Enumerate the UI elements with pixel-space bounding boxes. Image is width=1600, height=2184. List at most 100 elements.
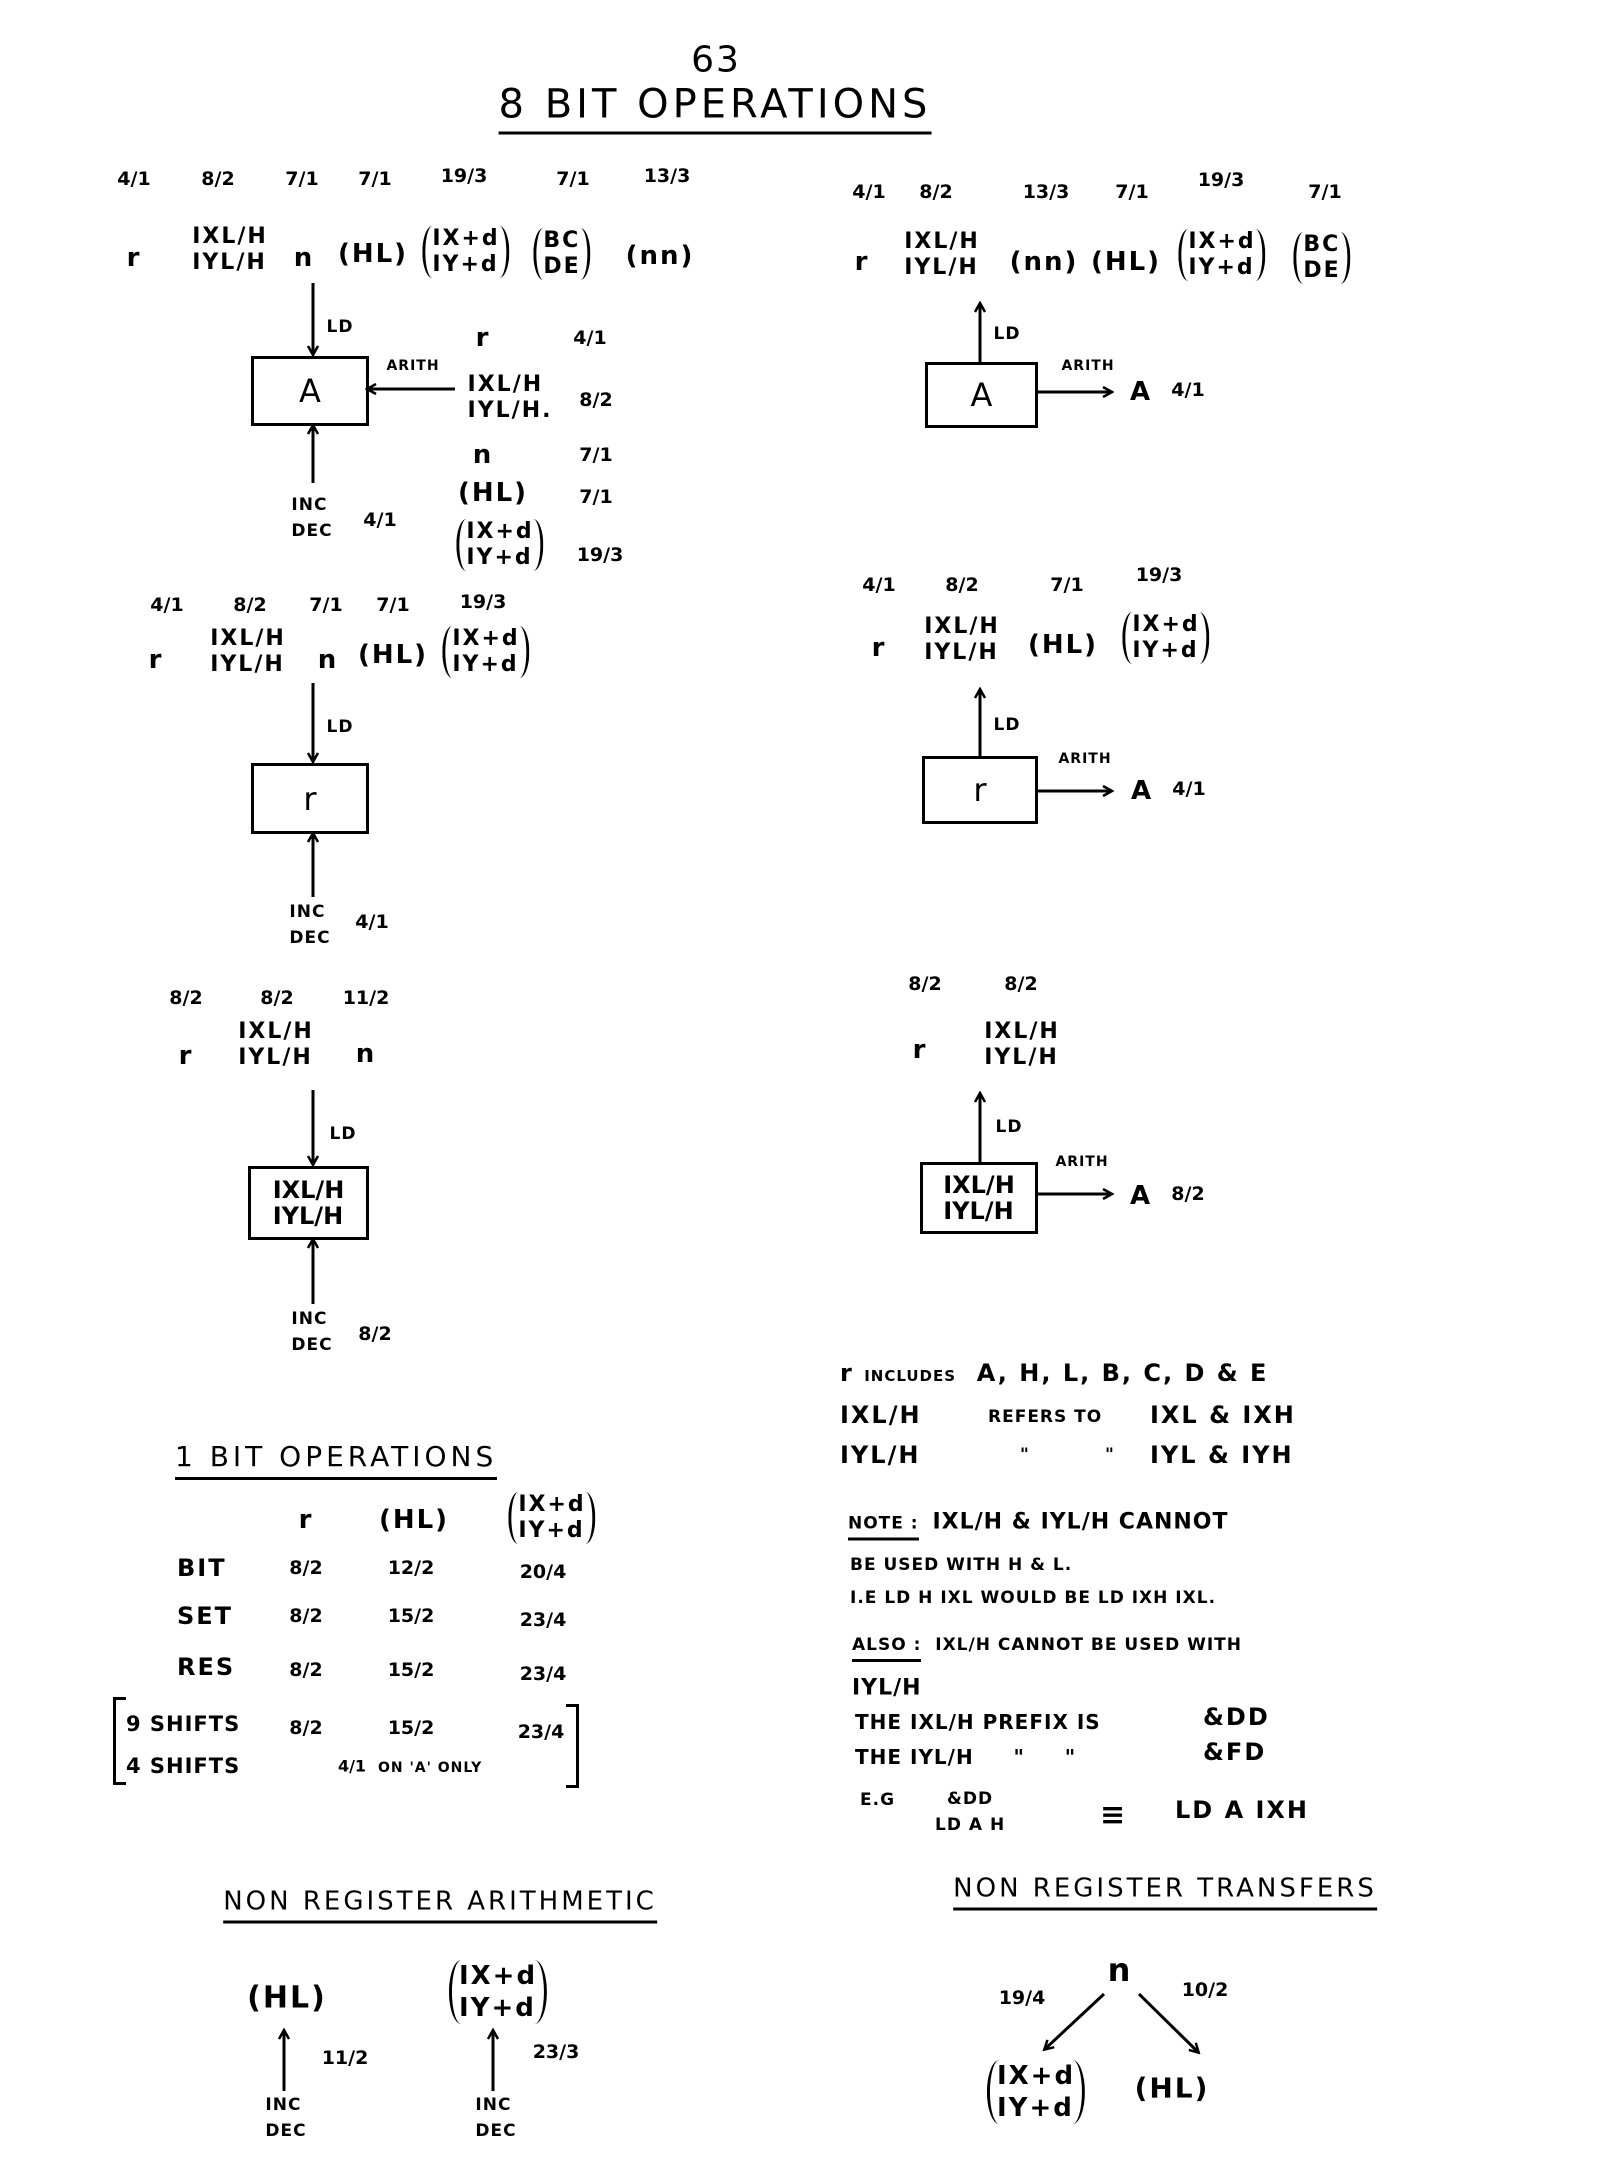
operand-hl: (HL) — [357, 640, 429, 670]
one-bit-title: 1 BIT OPERATIONS — [175, 1440, 498, 1480]
cycle-fraction: 8/2 — [908, 973, 942, 995]
transfer-arrow-indexed — [1045, 1992, 1106, 2049]
note-line: THE IXL/H PREFIX IS — [855, 1710, 1101, 1734]
cycle-fraction: 11/2 — [342, 987, 390, 1009]
cycle-fraction: 15/2 — [387, 1605, 435, 1627]
arith-operand-r: r — [475, 323, 491, 353]
note-line: I.E LD H IXL WOULD BE LD IXH IXL. — [850, 1588, 1217, 1608]
cycle-fraction: 7/1 — [285, 168, 319, 190]
ld-label: LD — [326, 317, 354, 337]
cycle-fraction: 8/2 — [358, 1323, 392, 1345]
cycle-fraction: 8/2 — [169, 987, 203, 1009]
note-line: THE IYL/H " " — [855, 1745, 1077, 1769]
cycle-fraction: 4/1 — [1172, 778, 1206, 800]
cycle-fraction: 8/2 — [289, 1557, 323, 1579]
page-number: 63 — [691, 39, 741, 81]
non-register-transfers-title: NON REGISTER TRANSFERS — [953, 1874, 1377, 1911]
cycle-fraction: 4/1 — [337, 1756, 367, 1776]
note-iyl-refs: IYL & IYH — [1150, 1441, 1294, 1469]
arith-label: ARITH — [1061, 358, 1115, 374]
cycle-fraction: 23/4 — [519, 1663, 567, 1685]
register-box-r: r — [251, 763, 369, 834]
cycle-fraction: 8/2 — [289, 1659, 323, 1681]
register-box-a: A — [925, 362, 1038, 428]
cycle-fraction: 8/2 — [289, 1605, 323, 1627]
operand-hl: (HL) — [247, 1980, 327, 2016]
cycle-fraction: 10/2 — [1181, 1979, 1229, 2001]
operand-n: n — [355, 1039, 377, 1069]
note-ixl: IXL/H — [840, 1401, 922, 1429]
equivalent-sign: ≡ — [1100, 1797, 1128, 1833]
operand-n: n — [317, 645, 339, 675]
arith-label: ARITH — [386, 358, 440, 374]
note-line: ALSO : IXL/H CANNOT BE USED WITH — [852, 1635, 1242, 1662]
shifts-note: ON 'A' ONLY — [378, 1760, 483, 1776]
cycle-fraction: 13/3 — [1022, 181, 1070, 203]
transfer-arrow-hl — [1137, 1992, 1198, 2052]
cycle-fraction: 8/2 — [201, 168, 235, 190]
cycle-fraction: 7/1 — [579, 486, 613, 508]
arith-target: A — [1129, 1181, 1153, 1211]
operand-hl: (HL) — [1090, 247, 1162, 277]
cycle-fraction: 19/3 — [576, 544, 624, 566]
note-line: NOTE : IXL/H & IYL/H CANNOT — [848, 1510, 1229, 1541]
arith-target: A — [1130, 776, 1154, 806]
cycle-fraction: 19/3 — [1197, 169, 1245, 191]
note-line: BE USED WITH H & L. — [850, 1555, 1073, 1575]
cycle-fraction: 23/3 — [532, 2041, 580, 2063]
operand-r: r — [854, 247, 870, 277]
row-label: 9 SHIFTS — [126, 1712, 241, 1736]
cycle-fraction: 19/4 — [998, 1987, 1046, 2009]
eg-result: LD A IXH — [1175, 1796, 1310, 1824]
ld-label: LD — [329, 1124, 357, 1144]
cycle-fraction: 7/1 — [579, 444, 613, 466]
cycle-fraction: 4/1 — [1171, 379, 1205, 401]
row-label: SET — [177, 1602, 234, 1630]
row-label: 4 SHIFTS — [126, 1754, 241, 1778]
operand-hl: (HL) — [337, 239, 409, 269]
cycle-fraction: 11/2 — [321, 2047, 369, 2069]
cycle-fraction: 12/2 — [387, 1557, 435, 1579]
cycle-fraction: 7/1 — [1115, 181, 1149, 203]
register-box-r: r — [922, 756, 1038, 824]
arith-target: A — [1129, 377, 1153, 407]
arith-operand-hl: (HL) — [457, 478, 529, 508]
cycle-fraction: 19/3 — [440, 165, 488, 187]
note-refers-to: REFERS TO — [988, 1407, 1103, 1427]
note-iyl: IYL/H — [840, 1441, 921, 1469]
cycle-fraction: 7/1 — [1308, 181, 1342, 203]
cycle-fraction: 7/1 — [1050, 574, 1084, 596]
cycle-fraction: 23/4 — [517, 1721, 565, 1743]
cycle-fraction: 4/1 — [862, 574, 896, 596]
page-title: 8 BIT OPERATIONS — [498, 82, 932, 135]
arith-label: ARITH — [1058, 751, 1112, 767]
ld-label: LD — [993, 324, 1021, 344]
operand-n: n — [1107, 1951, 1133, 1989]
ld-label: LD — [995, 1117, 1023, 1137]
cycle-fraction: 7/1 — [358, 168, 392, 190]
operand-r: r — [126, 243, 142, 273]
operand-nn: (nn) — [625, 241, 695, 271]
ditto-mark: " — [1020, 1445, 1030, 1465]
non-register-arithmetic-title: NON REGISTER ARITHMETIC — [223, 1887, 657, 1924]
cycle-fraction: 8/2 — [233, 594, 267, 616]
note-r-includes: r INCLUDES A, H, L, B, C, D & E — [840, 1359, 1269, 1387]
ld-label: LD — [326, 717, 354, 737]
prefix-ix: &DD — [1203, 1703, 1270, 1731]
operand-r: r — [178, 1041, 194, 1071]
